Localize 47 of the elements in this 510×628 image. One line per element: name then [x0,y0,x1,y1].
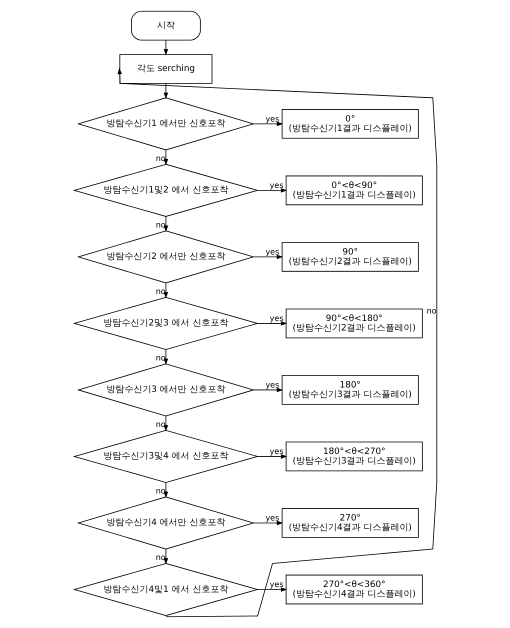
edge-label: yes [269,447,284,456]
node-diamond: 방탐수신기4및1 에서 신호포착 [72,563,258,616]
node-box: 시작 [130,10,200,40]
edge-label: yes [264,114,279,124]
node-box: 90°<θ<180° (방탐수신기2결과 디스플레이) [285,308,422,338]
edge-label: no [155,553,166,562]
arrow [163,40,168,56]
arrow [252,388,283,392]
node-diamond: 방탐수신기1및2 에서 신호포착 [72,164,258,217]
node-box: 180° (방탐수신기3결과 디스플레이) [281,375,418,405]
node-diamond: 방탐수신기1 에서만 신호포착 [76,97,254,150]
node-diamond: 방탐수신기3 에서만 신호포착 [76,363,254,416]
edge-label: yes [264,380,279,390]
node-diamond: 방탐수신기2 에서만 신호포착 [76,230,254,284]
arrow [256,321,287,326]
edge-label: yes [264,247,279,256]
edge-label: yes [269,180,284,190]
edge-label: no [155,486,166,496]
arrow [252,254,283,260]
edge-label: no [155,287,166,296]
arrow [256,454,287,459]
node-diamond: 방탐수신기3및4 에서 신호포착 [72,430,258,483]
node-box: 180°<θ<270° (방탐수신기3결과 디스플레이) [285,442,422,472]
node-box: 0° (방탐수신기1결과 디스플레이) [281,109,418,139]
arrow [256,587,287,592]
arrow [163,548,168,565]
arrow [163,349,168,366]
arrow [163,83,168,99]
arrow [163,482,168,498]
arrow [252,122,283,126]
arrow [252,520,283,526]
edge-label: yes [264,514,279,523]
node-box: 270°<θ<360° (방탐수신기4결과 디스플레이) [285,574,422,604]
node-diamond: 방탐수신기4 에서만 신호포착 [76,496,254,550]
node-box: 각도 serching [118,54,212,84]
edge-label: no [155,420,166,430]
edge-label: no [426,306,436,316]
node-box: 90° (방탐수신기2결과 디스플레이) [281,242,418,272]
edge-label: yes [269,314,284,324]
node-box: 0°<θ<90° (방탐수신기1결과 디스플레이) [285,176,422,206]
node-diamond: 방탐수신기2및3 에서 신호포착 [72,296,258,350]
arrow [256,188,287,193]
node-box: 270° (방탐수신기4결과 디스플레이) [281,508,418,538]
arrow [116,68,437,618]
arrow [163,416,168,432]
edge-label: yes [269,580,284,590]
edge-label: no [155,354,166,363]
